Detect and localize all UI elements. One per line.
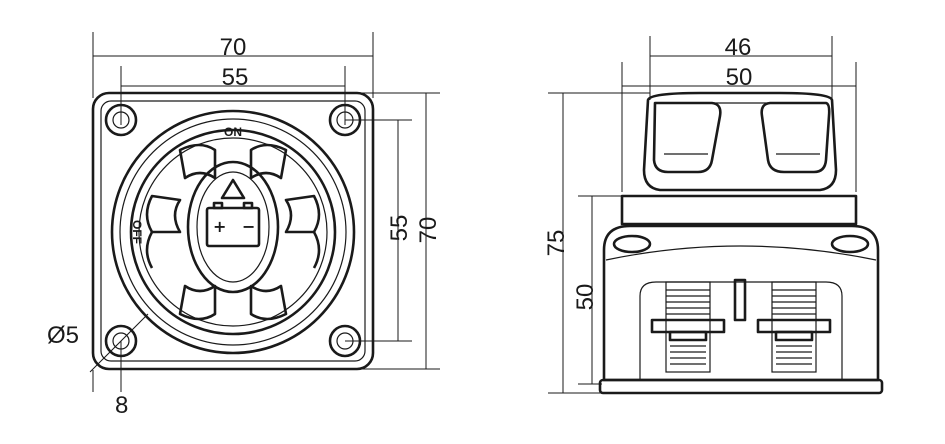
- knob-center-inner: [196, 171, 270, 283]
- dimension-label-height-55: 55: [386, 215, 413, 242]
- battery-icon: + −: [205, 201, 261, 248]
- mounting-hole-top-right: [328, 103, 362, 137]
- dimension-width-46: 46: [650, 34, 832, 61]
- dimension-width-55: 55: [121, 64, 345, 91]
- dimension-label-height-75: 75: [543, 230, 570, 257]
- dimension-hole-diameter: Ø5: [47, 313, 149, 373]
- dimension-height-50: 50: [572, 196, 599, 384]
- dimension-height-75: 75: [543, 93, 570, 393]
- switch-body-side: [602, 224, 880, 382]
- dimension-label-width-70: 70: [220, 34, 247, 61]
- front-view: 70 55 55 70: [47, 32, 442, 419]
- battery-plus-label: +: [213, 217, 226, 236]
- dimension-label-width-46: 46: [725, 34, 752, 61]
- collar: [620, 194, 858, 226]
- direction-arrow-icon: [220, 178, 246, 200]
- dimension-label-height-70: 70: [415, 217, 442, 244]
- switch-outer-ring: [110, 109, 356, 355]
- side-view: 46 50 75 50: [543, 34, 884, 395]
- mounting-hole-bottom-right: [328, 324, 362, 358]
- dimension-hole-offset: 8: [92, 341, 128, 419]
- dimension-width-50: 50: [622, 64, 856, 91]
- mounting-plate: [91, 91, 375, 371]
- switch-ring-4: [138, 137, 328, 327]
- knob-center: [186, 160, 280, 294]
- battery-minus-label: −: [242, 217, 255, 236]
- dimension-width-70: 70: [93, 34, 373, 61]
- off-label: OFF: [130, 220, 144, 244]
- knob-side: [642, 91, 838, 192]
- terminal-stud-left: [650, 281, 726, 373]
- mounting-plate-inner: [100, 100, 366, 362]
- switch-ring-2: [119, 118, 347, 346]
- dimension-height-55: 55: [386, 120, 413, 341]
- dimension-height-70: 70: [415, 93, 442, 369]
- dimension-label-hole-diameter: Ø5: [47, 322, 79, 349]
- switch-ring-3: [129, 128, 337, 336]
- mounting-hole-top-left: [104, 103, 138, 137]
- base-plate: [598, 378, 884, 395]
- terminal-stud-right: [756, 281, 832, 373]
- dimension-label-width-55: 55: [222, 64, 249, 91]
- dimension-label-hole-offset: 8: [115, 392, 128, 419]
- dimension-label-width-50: 50: [726, 64, 753, 91]
- dimension-label-height-50: 50: [572, 284, 599, 311]
- on-label: ON: [224, 125, 242, 139]
